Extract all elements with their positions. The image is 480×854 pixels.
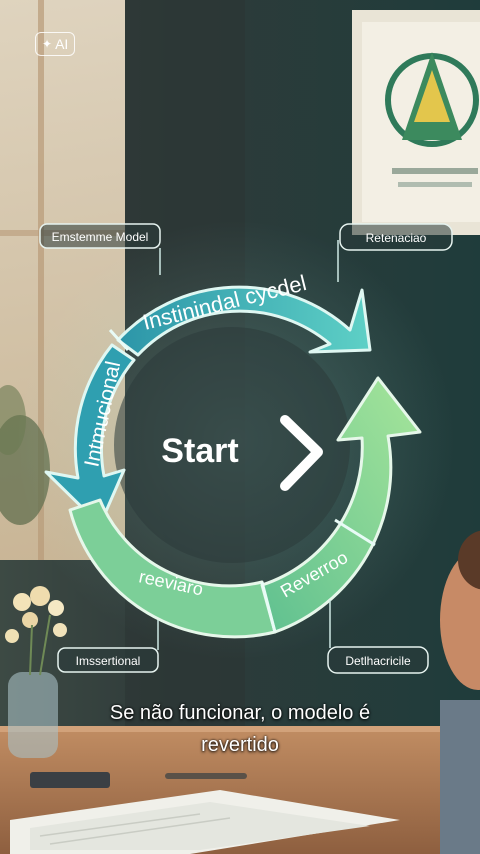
subtitle-line-1: Se não funcionar, o modelo é	[109, 702, 371, 724]
subtitle-caption: Se não funcionar, o modelo é revertido	[40, 697, 440, 761]
sparkle-icon: ✦	[42, 37, 53, 51]
center-label: Start	[161, 432, 238, 470]
flower-vase	[5, 586, 67, 758]
callout-top-right-label: Retenaciao	[366, 231, 427, 245]
subtitle-line-2: revertido	[201, 734, 279, 756]
chevron-right-icon	[280, 415, 323, 491]
segment-divider	[260, 581, 277, 633]
ai-badge-label: AI	[55, 36, 69, 52]
segment-divider	[108, 328, 130, 352]
callout-top-left-label: Emstemme Model	[52, 230, 149, 244]
segment-right-arc	[260, 376, 422, 634]
callout-bottom-right-label: Detlhacricile	[345, 654, 411, 668]
callout-top-right	[339, 223, 453, 251]
notebook	[10, 790, 400, 854]
person	[440, 530, 480, 854]
callout-bottom-right	[327, 646, 429, 674]
window-frame	[38, 0, 44, 560]
callout-top-left	[39, 223, 161, 249]
center-disc	[114, 327, 350, 563]
segment-divider	[334, 518, 376, 547]
pen	[165, 773, 247, 779]
segment-top-arc	[116, 285, 372, 357]
callout-bottom-left-label: Imssertional	[76, 654, 141, 668]
wall-poster	[352, 10, 480, 235]
tablet	[30, 772, 110, 788]
ai-badge: ✦ AI	[35, 32, 76, 56]
callout-bottom-left	[57, 647, 159, 673]
desk-edge	[0, 726, 470, 732]
